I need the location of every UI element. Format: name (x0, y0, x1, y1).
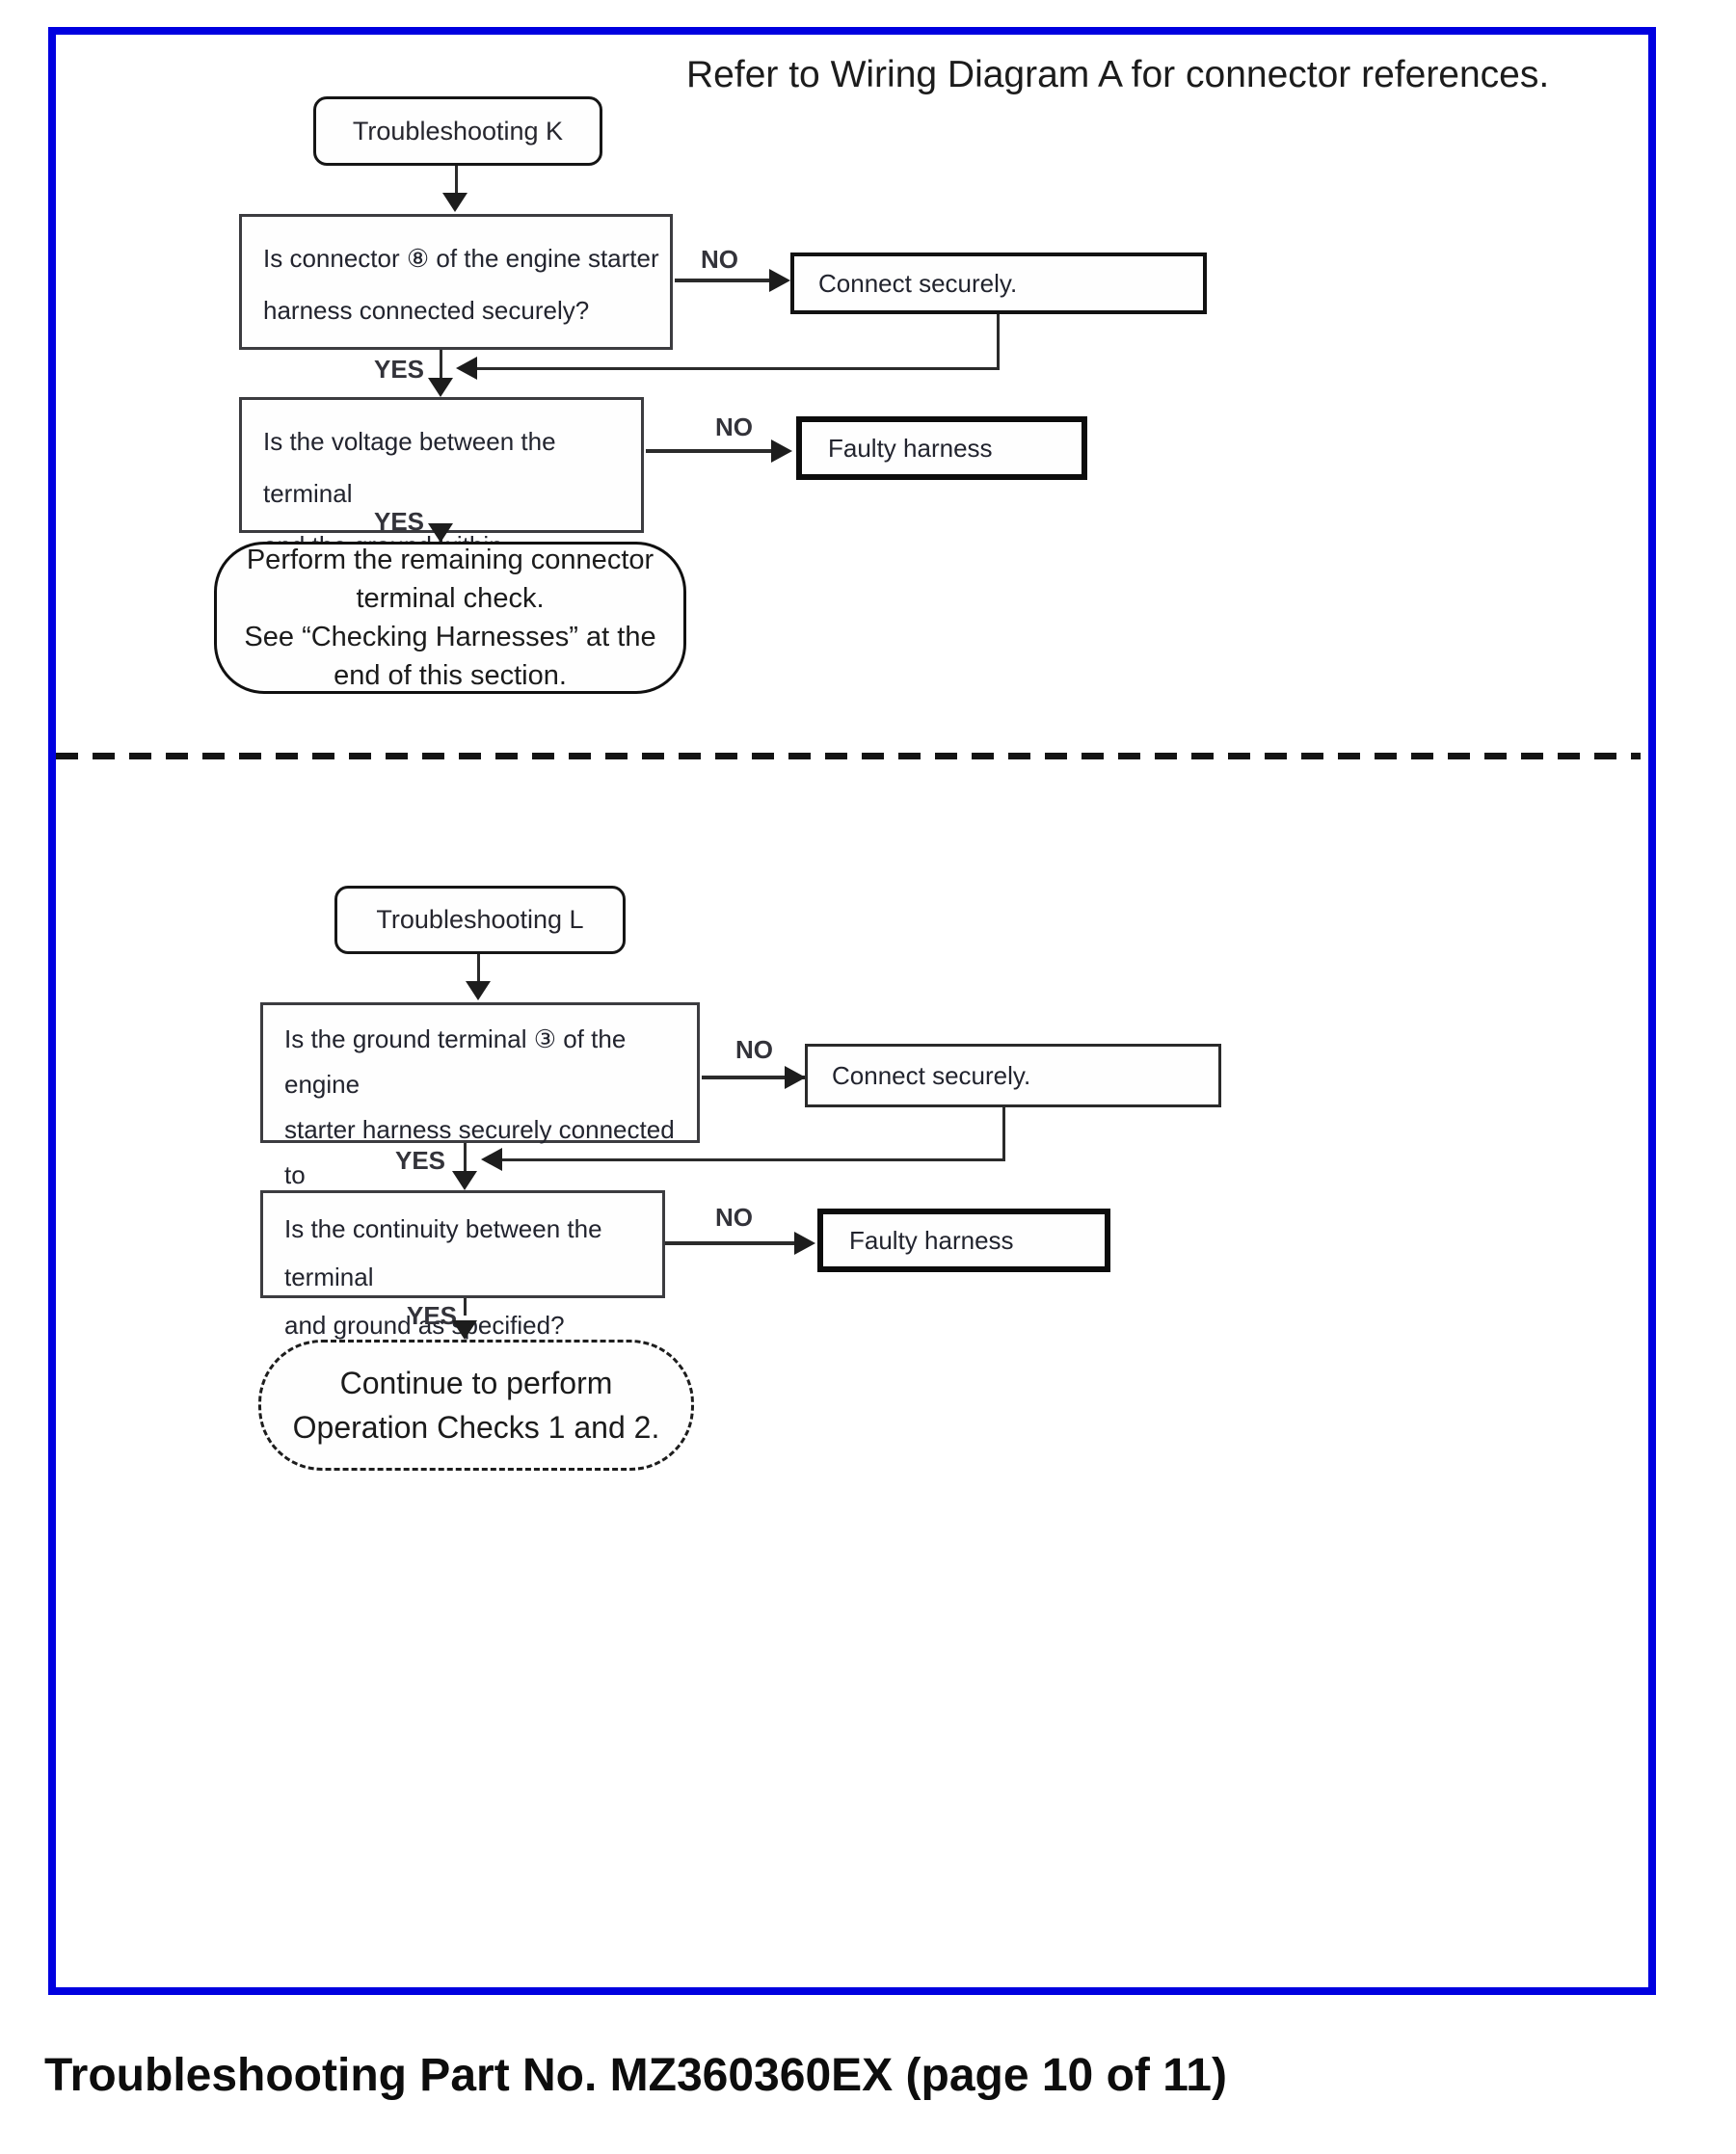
k-terminal: Perform the remaining connector terminal… (214, 542, 686, 694)
arrow-down-icon (428, 523, 453, 543)
arrow-right-icon (771, 439, 792, 463)
flowchart-l-title: Troubleshooting L (334, 886, 626, 954)
k-action-faulty-harness: Faulty harness (796, 416, 1087, 480)
l-action-connect: Connect securely. (805, 1044, 1221, 1107)
terminal-text-line: Operation Checks 1 and 2. (292, 1410, 660, 1445)
terminal-text-line: end of this section. (334, 660, 567, 691)
branch-label-no: NO (735, 1035, 773, 1064)
arrow-down-icon (452, 1171, 477, 1190)
decision-text-line: Is the continuity between the terminal (284, 1214, 602, 1291)
terminal-text-line: Perform the remaining connector (246, 545, 654, 575)
arrow-left-icon (456, 357, 477, 380)
branch-label-no: NO (701, 245, 738, 274)
connector-line (675, 279, 775, 282)
branch-label-yes: YES (395, 1146, 446, 1175)
connector-line (1002, 1107, 1005, 1160)
decision-text-line: Is connector ⑧ of the engine starter (263, 244, 659, 273)
arrow-left-icon (481, 1148, 502, 1171)
terminal-text-line: See “Checking Harnesses” at the (244, 622, 656, 652)
arrow-down-icon (466, 981, 491, 1000)
decision-text-line: Is the ground terminal ③ of the engine (284, 1024, 627, 1099)
wiring-note: Refer to Wiring Diagram A for connector … (686, 54, 1550, 95)
decision-text-line: and ground as specified? (284, 1311, 565, 1340)
k-decision-1: Is connector ⑧ of the engine starter har… (239, 214, 673, 350)
k-action-connect: Connect securely. (790, 253, 1207, 314)
flowchart-k-title: Troubleshooting K (313, 96, 602, 166)
l-action-faulty-harness: Faulty harness (817, 1209, 1110, 1272)
decision-text-line: starter harness securely connected to (284, 1115, 675, 1189)
connector-line (455, 166, 458, 197)
page-caption: Troubleshooting Part No. MZ360360EX (pag… (44, 2050, 1227, 2101)
connector-line (646, 449, 777, 453)
connector-line (497, 1158, 1005, 1161)
terminal-text-line: terminal check. (356, 583, 545, 614)
decision-text-line: Is the voltage between the terminal (263, 427, 556, 508)
arrow-right-icon (769, 269, 790, 292)
connector-line (440, 350, 442, 383)
connector-line (464, 1298, 467, 1316)
arrow-down-icon (452, 1320, 477, 1340)
branch-label-no: NO (715, 412, 753, 441)
terminal-text-line: Continue to perform (339, 1366, 613, 1400)
connector-line (472, 367, 1000, 370)
decision-text-line: harness connected securely? (263, 296, 590, 325)
l-decision-1: Is the ground terminal ③ of the engine s… (260, 1002, 700, 1235)
k-decision-2: Is the voltage between the terminal and … (239, 397, 644, 612)
connector-line (477, 954, 480, 983)
connector-line (997, 314, 1000, 369)
connector-line (464, 1143, 467, 1174)
branch-label-yes: YES (407, 1301, 458, 1330)
branch-label-yes: YES (374, 507, 425, 536)
connector-line (702, 1076, 808, 1079)
arrow-right-icon (794, 1232, 815, 1255)
branch-label-yes: YES (374, 355, 425, 384)
arrow-down-icon (442, 193, 467, 212)
connector-line (665, 1241, 800, 1245)
arrow-down-icon (428, 378, 453, 397)
l-decision-2: Is the continuity between the terminal a… (260, 1190, 665, 1340)
branch-label-no: NO (715, 1203, 753, 1232)
l-terminal: Continue to perform Operation Checks 1 a… (258, 1340, 694, 1471)
arrow-right-icon (785, 1066, 806, 1089)
dashed-divider-line (56, 753, 1641, 759)
